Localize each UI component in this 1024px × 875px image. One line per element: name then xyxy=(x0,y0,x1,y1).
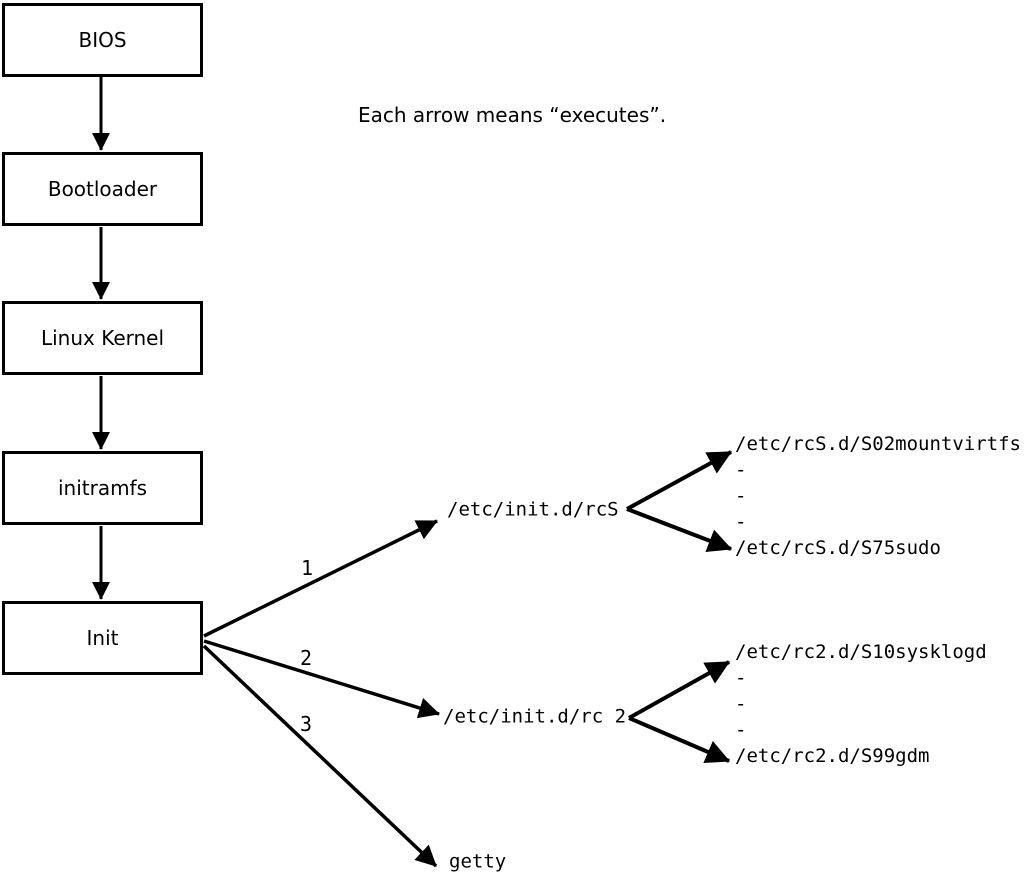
arrow-rcs-to-s75sudo-icon xyxy=(626,507,733,553)
arrow-init-to-rc2-icon xyxy=(203,639,441,719)
branch-number-3: 3 xyxy=(299,712,313,736)
node-bios: BIOS xyxy=(2,3,203,77)
node-initramfs: initramfs xyxy=(2,451,203,525)
script-s99gdm: /etc/rc2.d/S99gdm xyxy=(735,745,930,767)
node-bootloader: Bootloader xyxy=(2,152,203,226)
legend-text: Each arrow means “executes”. xyxy=(358,103,667,127)
arrow-rc2-to-s10sysklogd-icon xyxy=(628,660,731,720)
node-init-label: Init xyxy=(86,626,119,650)
ellipsis-dash: - xyxy=(735,719,747,741)
rcs-script-list: /etc/rcS.d/S02mountvirtfs - - - /etc/rcS… xyxy=(735,431,1021,561)
arrow-init-to-getty-icon xyxy=(202,644,438,868)
script-s02mountvirtfs: /etc/rcS.d/S02mountvirtfs xyxy=(735,433,1021,455)
script-s75sudo: /etc/rcS.d/S75sudo xyxy=(735,537,941,559)
ellipsis-dash: - xyxy=(735,667,747,689)
arrow-init-to-rcs-icon xyxy=(203,519,438,638)
rc2-script-list: /etc/rc2.d/S10sysklogd - - - /etc/rc2.d/… xyxy=(735,639,987,769)
branch-number-1: 1 xyxy=(300,556,314,580)
node-linux-kernel-label: Linux Kernel xyxy=(40,326,165,350)
ellipsis-dash: - xyxy=(735,459,747,481)
node-initramfs-label: initramfs xyxy=(57,476,148,500)
arrow-rcs-to-s02mountvirtfs-icon xyxy=(626,450,733,511)
target-etc-init-d-rcs: /etc/init.d/rcS xyxy=(447,498,619,521)
node-init: Init xyxy=(2,601,203,675)
target-etc-init-d-rc2: /etc/init.d/rc 2 xyxy=(443,705,627,728)
arrow-rc2-to-s99gdm-icon xyxy=(628,716,731,764)
ellipsis-dash: - xyxy=(735,693,747,715)
node-bios-label: BIOS xyxy=(78,28,127,52)
ellipsis-dash: - xyxy=(735,485,747,507)
target-getty: getty xyxy=(449,850,507,873)
ellipsis-dash: - xyxy=(735,511,747,533)
branch-number-2: 2 xyxy=(299,646,313,670)
node-linux-kernel: Linux Kernel xyxy=(2,301,203,375)
node-bootloader-label: Bootloader xyxy=(47,177,158,201)
script-s10sysklogd: /etc/rc2.d/S10sysklogd xyxy=(735,641,987,663)
